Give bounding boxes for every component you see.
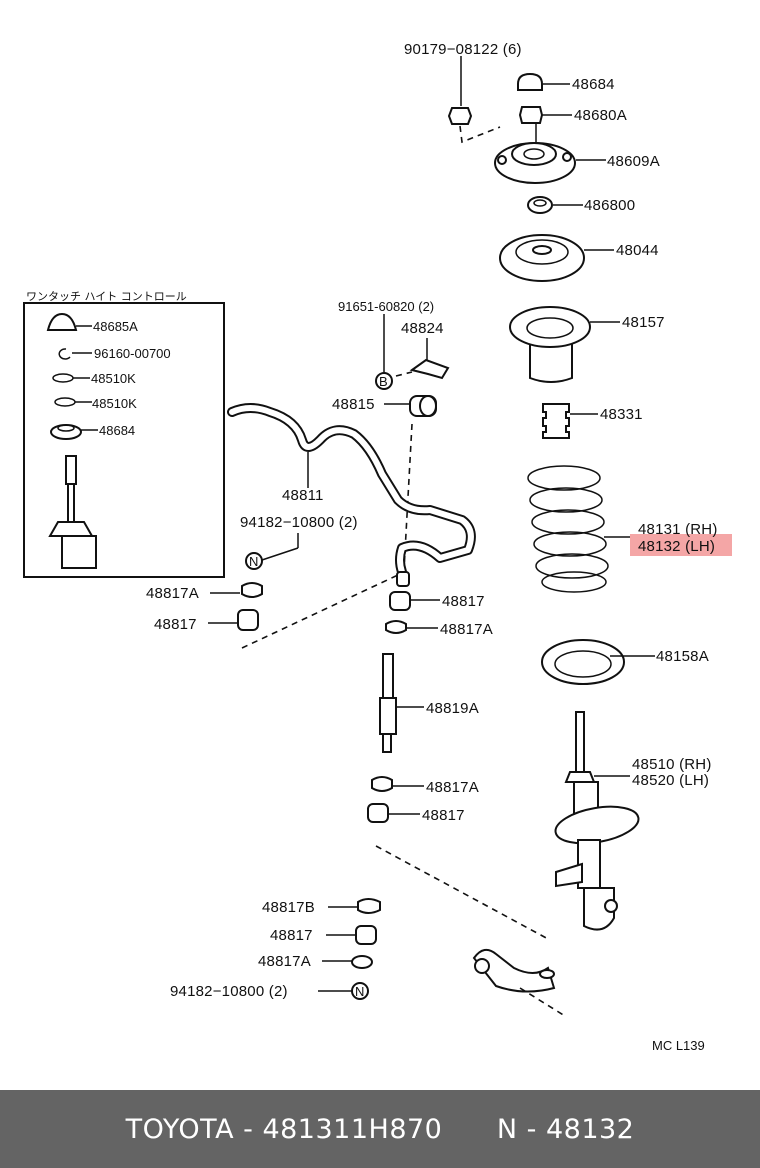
label-48609A: 48609A — [607, 153, 660, 170]
label-48510: 48510 (RH) — [632, 756, 712, 773]
label-48680A: 48680A — [574, 107, 627, 124]
inset-label-48684: 48684 — [99, 423, 135, 438]
label-48520: 48520 (LH) — [632, 772, 709, 789]
inset-ring-48510K-2-icon — [54, 397, 92, 407]
svg-text:B: B — [379, 374, 388, 389]
label-48815: 48815 — [332, 396, 375, 413]
label-48817B: 48817B — [262, 899, 315, 916]
label-48817-b: 48817 — [270, 927, 313, 944]
nut-48680A-icon — [518, 106, 572, 124]
label-48817A-r2: 48817A — [426, 779, 479, 796]
bushing-48817A-left-icon — [210, 582, 263, 598]
label-48684-top: 48684 — [572, 76, 615, 93]
bushing-48817-left-icon — [208, 574, 399, 649]
label-90179: 90179−08122 (6) — [404, 41, 522, 58]
link-rod-48819A-icon — [379, 653, 424, 753]
nut-90179-icon — [447, 56, 501, 144]
label-48157: 48157 — [622, 314, 665, 331]
inset-ring-48510K-1-icon — [52, 373, 90, 383]
footer-bar: TOYOTA - 481311H870 N - 48132 — [0, 1090, 760, 1168]
inset-strut-top-icon — [48, 455, 97, 569]
label-94182-mid: 94182−10800 (2) — [240, 514, 358, 531]
bushing-48817A-b-icon — [322, 955, 373, 969]
label-48131: 48131 (RH) — [638, 521, 718, 538]
highlight-48132 — [630, 534, 732, 556]
label-48817-r1: 48817 — [442, 593, 485, 610]
bushing-48817A-r1-icon — [385, 620, 438, 634]
bushing-48817-r2-icon — [367, 803, 551, 941]
label-48044: 48044 — [616, 242, 659, 259]
label-48158A: 48158A — [656, 648, 709, 665]
cap-48684-icon — [517, 72, 570, 91]
inset-label-48510K-2: 48510K — [92, 396, 137, 411]
bushing-48817B-icon — [328, 898, 381, 914]
svg-text:N: N — [249, 554, 258, 569]
label-48817A-left: 48817A — [146, 585, 199, 602]
bushing-48817-r1-icon — [389, 591, 440, 611]
footer-alt-number: N - 48132 — [496, 1113, 635, 1145]
inset-label-96160: 96160-00700 — [94, 346, 171, 361]
lower-insulator-48158A-icon — [541, 639, 655, 685]
footer-part-number: TOYOTA - 481311H870 — [125, 1113, 443, 1145]
inset-cap-48684-icon — [50, 424, 98, 440]
bushing-48817A-r2-icon — [371, 776, 424, 792]
bearing-48044-icon — [499, 234, 614, 282]
nut-94182-b-icon: N — [318, 982, 369, 1000]
label-48824: 48824 — [401, 320, 444, 337]
label-48817-r2: 48817 — [422, 807, 465, 824]
shock-absorber-48510-icon — [554, 711, 640, 931]
footer-spacer — [442, 1114, 497, 1145]
label-48680D: 486800 — [584, 197, 635, 214]
diagram-code: MC L139 — [652, 1038, 705, 1053]
label-48819A: 48819A — [426, 700, 479, 717]
bracket-48824-icon — [395, 338, 450, 380]
label-48817A-b: 48817A — [258, 953, 311, 970]
label-48331: 48331 — [600, 406, 643, 423]
label-48817-left: 48817 — [154, 616, 197, 633]
nut-94182-mid-icon: N — [245, 533, 299, 570]
bushing-48817-b-icon — [326, 925, 377, 945]
stabilizer-bar-48811-icon — [227, 403, 476, 587]
label-48817A-r1: 48817A — [440, 621, 493, 638]
inset-title: ワンタッチ ハイト コントロール — [26, 290, 187, 303]
inset-label-48510K-1: 48510K — [91, 371, 136, 386]
insulator-48157-icon — [509, 306, 620, 383]
inset-label-48685A: 48685A — [93, 319, 138, 334]
svg-text:N: N — [355, 984, 364, 999]
inset-cap-48685A-icon — [46, 312, 92, 331]
bolt-91651-icon: B — [375, 314, 393, 390]
label-48132: 48132 (LH) — [638, 538, 715, 555]
collar-48680D-icon — [527, 196, 583, 214]
strut-mount-48609A-icon — [494, 124, 606, 184]
lower-arm-bracket-icon — [472, 948, 566, 1017]
inset-clip-96160-icon — [58, 348, 92, 360]
bump-stopper-48331-icon — [542, 403, 598, 439]
label-94182-b: 94182−10800 (2) — [170, 983, 288, 1000]
parts-diagram: 90179−08122 (6) 48684 48680A 48609A 4868… — [23, 41, 732, 1053]
coil-spring-48132-icon — [527, 465, 634, 593]
label-91651: 91651-60820 (2) — [338, 299, 434, 314]
label-48811: 48811 — [282, 487, 324, 504]
